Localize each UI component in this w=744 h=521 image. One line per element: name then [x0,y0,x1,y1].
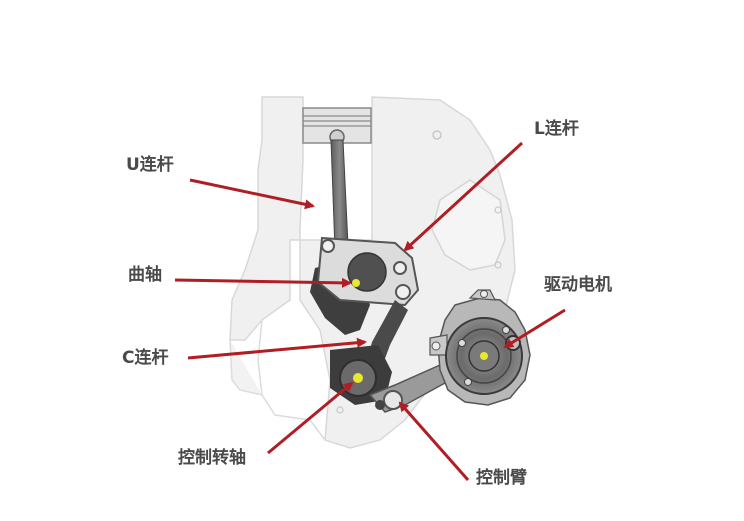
label-c-rod: C连杆 [122,347,168,368]
crankshaft [347,252,387,292]
arrow-control-shaft [267,381,354,455]
label-l-rod: L连杆 [534,118,579,139]
arrow-control-arm [398,401,470,481]
arrow-c-rod [187,337,367,360]
label-control-arm: 控制臂 [476,467,527,488]
piston [302,107,372,145]
u-rod [330,139,349,251]
arrow-crankshaft [174,277,352,288]
arrow-l-rod [403,141,524,252]
drive-motor [429,289,531,406]
callout-arrows [174,141,566,481]
label-crankshaft: 曲轴 [128,264,162,285]
control-shaft [330,345,392,405]
arrow-drive-motor [503,308,566,349]
label-u-rod: U连杆 [126,154,174,175]
label-drive-motor: 驱动电机 [544,274,612,295]
label-control-shaft: 控制转轴 [178,447,246,468]
callout-labels: U连杆 L连杆 曲轴 驱动电机 C连杆 控制转轴 控制臂 [122,118,612,488]
arrow-u-rod [189,178,315,210]
